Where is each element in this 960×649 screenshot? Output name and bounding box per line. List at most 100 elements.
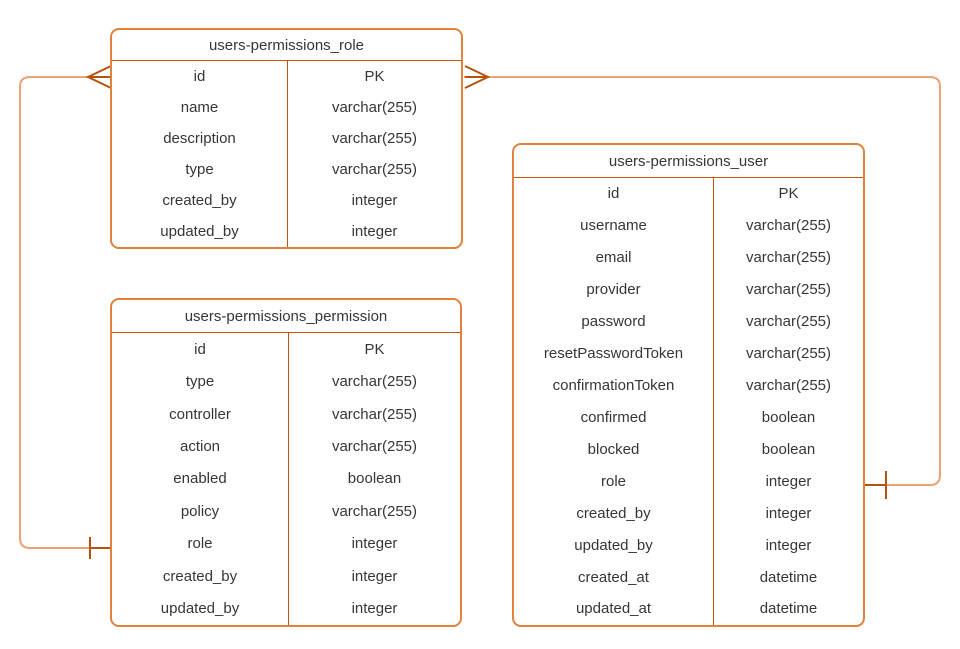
field-type-cell: boolean [761,440,816,458]
field-type-cell: integer [351,223,398,240]
field-type-cell: varchar(255) [745,249,832,267]
field-name-cell: updated_by [112,592,289,625]
field-name-cell: email [514,241,714,274]
field-row: created_at datetime [514,561,863,593]
field-type-cell: PK [778,185,799,203]
field-name-cell: confirmed [514,401,714,434]
field-type-cell: boolean [761,408,816,426]
field-row: created_by integer [112,185,461,216]
field-row: confirmationToken varchar(255) [514,369,863,402]
field-type-cell: integer [765,504,812,522]
field-name-cell: id [112,61,288,92]
field-name-cell: id [514,178,714,210]
field-type-cell: boolean [347,470,402,488]
field-type-cell: datetime [759,600,818,618]
field-row: id PK [112,333,460,366]
field-name-cell: name [112,92,288,123]
field-name-cell: updated_by [514,529,714,562]
entity-title: users-permissions_role [112,30,461,61]
entity-table-users-permissions-role[interactable]: users-permissions_role id PK name varchar(2… [110,28,463,249]
field-row: blocked boolean [514,433,863,466]
field-name-cell: provider [514,273,714,306]
field-name-cell: role [112,527,289,561]
field-name-cell: password [514,305,714,338]
field-row: updated_by integer [112,592,460,625]
entity-title: users-permissions_user [514,145,863,178]
field-name-cell: policy [112,495,289,528]
field-name-cell: updated_at [514,592,714,625]
connector-line[interactable] [464,76,941,486]
field-name-cell: confirmationToken [514,369,714,402]
field-type-cell: varchar(255) [745,313,832,331]
field-row: id PK [112,61,461,92]
field-row: controller varchar(255) [112,397,460,431]
field-row: description varchar(255) [112,123,461,154]
field-type-cell: integer [351,192,398,209]
field-type-cell: varchar(255) [331,373,418,391]
field-row: policy varchar(255) [112,495,460,528]
field-name-cell: created_by [112,185,288,216]
field-type-cell: datetime [759,568,818,586]
field-row: id PK [514,178,863,210]
field-type-cell: varchar(255) [745,376,832,394]
field-row: action varchar(255) [112,430,460,463]
field-row: resetPasswordToken varchar(255) [514,337,863,370]
entity-title: users-permissions_permission [112,300,460,333]
entity-table-users-permissions-user[interactable]: users-permissions_user id PK username varch… [512,143,865,627]
field-name-cell: id [112,333,289,366]
connector-line[interactable] [19,76,111,549]
field-type-cell: integer [351,567,398,585]
connector-role-to-user[interactable] [464,65,941,499]
field-row: provider varchar(255) [514,273,863,306]
connector-role-to-permission[interactable] [19,65,112,559]
field-name-cell: created_at [514,561,714,593]
field-row: role integer [112,527,460,561]
field-row: type varchar(255) [112,154,461,185]
field-type-cell: varchar(255) [331,438,418,456]
field-name-cell: enabled [112,462,289,496]
field-row: password varchar(255) [514,305,863,338]
field-type-cell: varchar(255) [331,99,418,116]
field-type-cell: PK [364,68,385,85]
field-type-cell: varchar(255) [331,502,418,520]
field-type-cell: varchar(255) [331,161,418,178]
field-type-cell: varchar(255) [745,217,832,235]
field-name-cell: username [514,209,714,242]
field-row: enabled boolean [112,462,460,496]
field-row: username varchar(255) [514,209,863,242]
field-name-cell: description [112,123,288,154]
field-row: updated_by integer [112,216,461,247]
field-row: updated_at datetime [514,592,863,625]
field-type-cell: varchar(255) [331,405,418,423]
field-name-cell: role [514,465,714,498]
field-row: updated_by integer [514,529,863,562]
field-type-cell: integer [765,536,812,554]
field-type-cell: integer [351,535,398,553]
field-type-cell: varchar(255) [745,345,832,363]
field-name-cell: blocked [514,433,714,466]
field-type-cell: integer [765,472,812,490]
field-name-cell: created_by [514,497,714,530]
field-type-cell: integer [351,600,398,618]
entity-field-list: id PK name varchar(255) description varchar(2… [112,61,461,247]
field-row: email varchar(255) [514,241,863,274]
field-name-cell: resetPasswordToken [514,337,714,370]
field-name-cell: type [112,154,288,185]
field-type-cell: varchar(255) [331,130,418,147]
field-type-cell: PK [364,340,385,358]
field-type-cell: varchar(255) [745,281,832,299]
field-row: created_by integer [514,497,863,530]
field-name-cell: updated_by [112,216,288,247]
field-name-cell: action [112,430,289,463]
field-row: role integer [514,465,863,498]
field-name-cell: controller [112,397,289,431]
field-row: name varchar(255) [112,92,461,123]
entity-field-list: id PK username varchar(255) email varchar(255… [514,178,863,625]
field-row: confirmed boolean [514,401,863,434]
